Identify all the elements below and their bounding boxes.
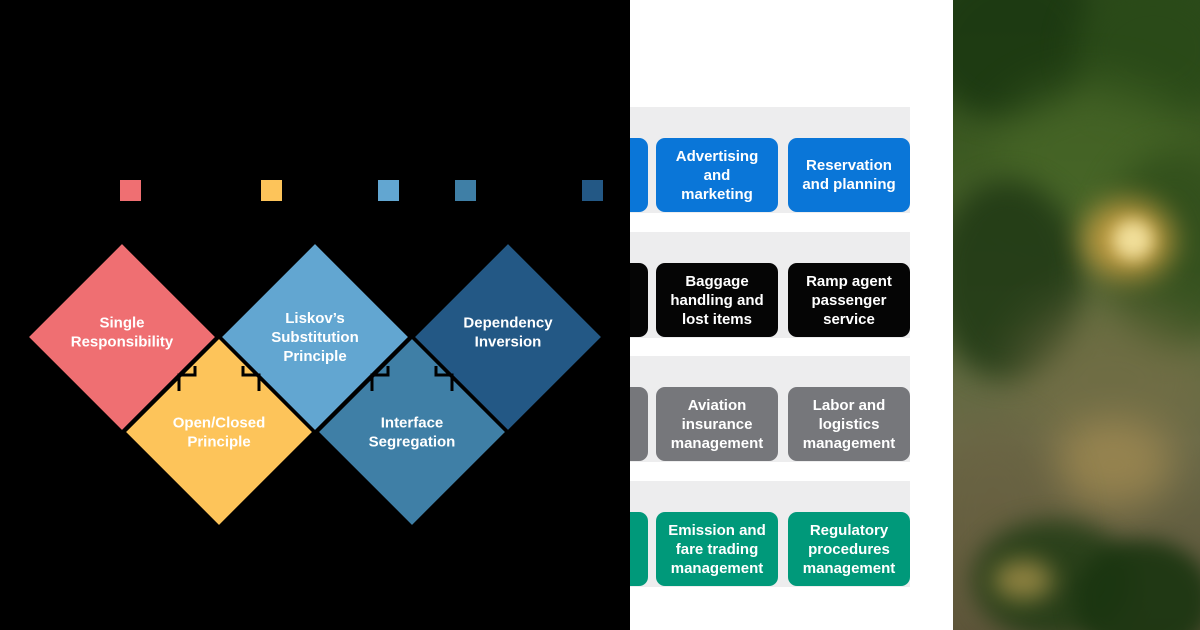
photo-blob [1013,300,1200,460]
puzzle-notch [177,366,261,391]
capability-tile-line: management [670,434,764,452]
diamond-label-single-responsibility: Responsibility [71,334,174,351]
capability-tile-line: Baggage [685,272,749,290]
capability-tile-label: Reservation and planning [802,156,895,194]
diamond-label-dependency-inversion: Inversion [475,334,542,351]
capability-tile-line: passenger [811,291,887,309]
capability-tile-cropped [630,387,648,461]
capability-tile-line: Ramp agent [806,272,892,290]
legend-swatch-interface-segregation [455,180,476,201]
diamond-label-open-closed: Principle [187,434,250,451]
diamond-label-interface-segregation: Interface [381,415,444,432]
capability-tile-line: and planning [802,176,896,193]
capability-tile-line: Advertising [675,147,759,165]
capability-tile-line: Regulatory [809,521,889,539]
photo-blob [1053,420,1173,510]
legend-swatch-dependency-inversion [582,180,603,201]
diamond-label-liskov: Principle [283,348,346,365]
diamond-label-single-responsibility: Single [99,315,144,332]
capability-tile-line: Aviation [687,396,747,414]
capability-tile-cropped [630,138,648,212]
capability-tile-line: Emission and [668,521,766,539]
capability-tile-cropped [630,263,648,337]
foliage-photo [953,0,1200,630]
diamond-label-dependency-inversion: Dependency [463,315,553,332]
capability-tile-line: marketing [681,185,753,203]
diamond-label-open-closed: Open/Closed [173,415,266,432]
diamond-single-responsibility [24,239,220,435]
puzzle-notch [370,366,454,391]
diamond-label-interface-segregation: Segregation [369,434,456,451]
diamond-label-liskov: Liskov’s [285,310,344,327]
capability-tile-line: management [802,434,896,452]
capability-tile-line: logistics [818,415,880,433]
capability-tile-cropped [630,512,648,586]
capability-tile-line: handling and [670,291,764,309]
capability-tile-line: management [670,559,764,577]
capability-tile: Reservation and planning [788,138,910,212]
capability-tile-line: insurance [681,415,753,433]
legend-swatch-single-responsibility [120,180,141,201]
photo-blob [993,560,1053,600]
capability-tile-line: Reservation [806,157,892,174]
capability-tile-line: procedures [808,540,890,558]
diamond-dependency-inversion [410,239,606,435]
capability-tile-line: and [703,166,731,184]
diamond-label-liskov: Substitution [271,329,358,346]
capability-tile-line: lost items [681,310,752,328]
photo-blob [1113,220,1153,260]
capability-tile-line: service [823,310,875,328]
solid-diagram: Open/ClosedPrincipleInterfaceSegregation… [24,180,606,527]
diamond-liskov [217,239,413,435]
capability-tile-line: Labor and [812,396,886,414]
legend-swatch-liskov [378,180,399,201]
capability-tile-line: fare trading [675,540,759,558]
capability-tile-line: management [802,559,896,577]
legend-swatch-open-closed [261,180,282,201]
